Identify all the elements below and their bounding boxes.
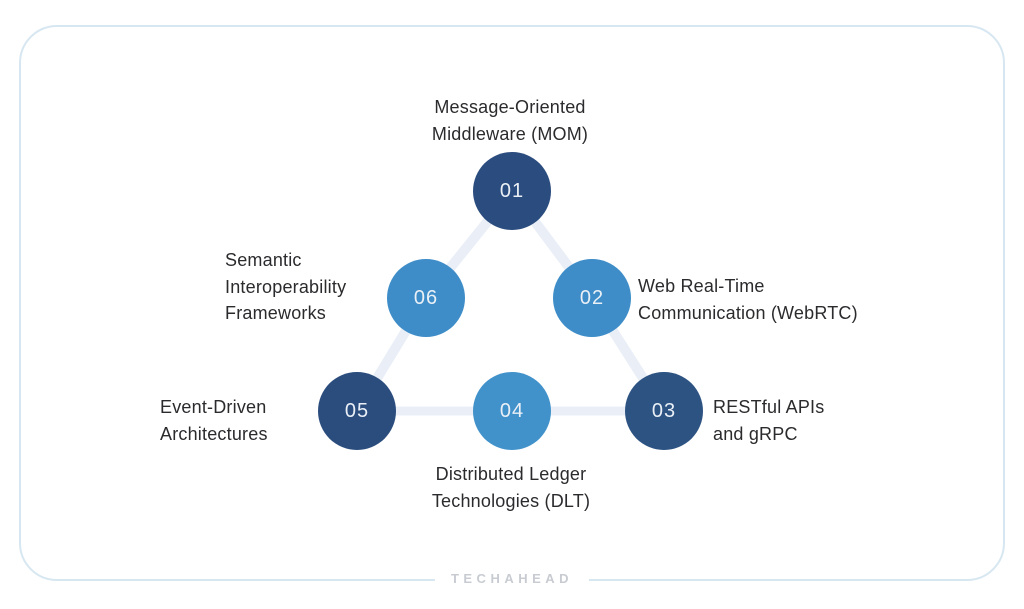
label-line: Interoperability [225,276,347,297]
label-line: Event-Driven [160,397,267,417]
node-circle-01: 01 [473,152,551,230]
label-web-real-time-communication: Web Real-Time Communication (WebRTC) [638,273,858,326]
node-number-04: 04 [499,399,525,422]
label-semantic-interoperability-frameworks: Semantic Interoperability Frameworks [225,247,346,327]
label-line: Technologies (DLT) [431,490,591,511]
node-number-02: 02 [579,286,605,309]
node-number-01: 01 [499,179,525,202]
node-circle-03: 03 [625,372,703,450]
label-distributed-ledger-technologies: Distributed Ledger Technologies (DLT) [401,461,621,514]
label-line: RESTful APIs [713,397,825,417]
label-line: Frameworks [225,303,327,323]
label-line: Architectures [160,423,268,444]
node-circle-06: 06 [387,259,465,337]
label-line: Communication (WebRTC) [638,302,858,323]
node-number-06: 06 [413,286,439,309]
node-circle-04: 04 [473,372,551,450]
label-line: Distributed Ledger [435,464,587,484]
label-line: Message-Oriented [434,97,586,117]
label-event-driven-architectures: Event-Driven Architectures [160,394,268,447]
label-line: and gRPC [713,423,798,444]
node-number-05: 05 [344,399,370,422]
label-line: Middleware (MOM) [431,123,589,144]
node-number-03: 03 [651,399,677,422]
label-line: Semantic [225,250,302,270]
label-message-oriented-middleware: Message-Oriented Middleware (MOM) [410,94,610,147]
node-circle-02: 02 [553,259,631,337]
label-line: Web Real-Time [638,276,765,296]
label-restful-apis-grpc: RESTful APIs and gRPC [713,394,824,447]
techahead-logo: TECHAHEAD [434,571,590,586]
node-circle-05: 05 [318,372,396,450]
